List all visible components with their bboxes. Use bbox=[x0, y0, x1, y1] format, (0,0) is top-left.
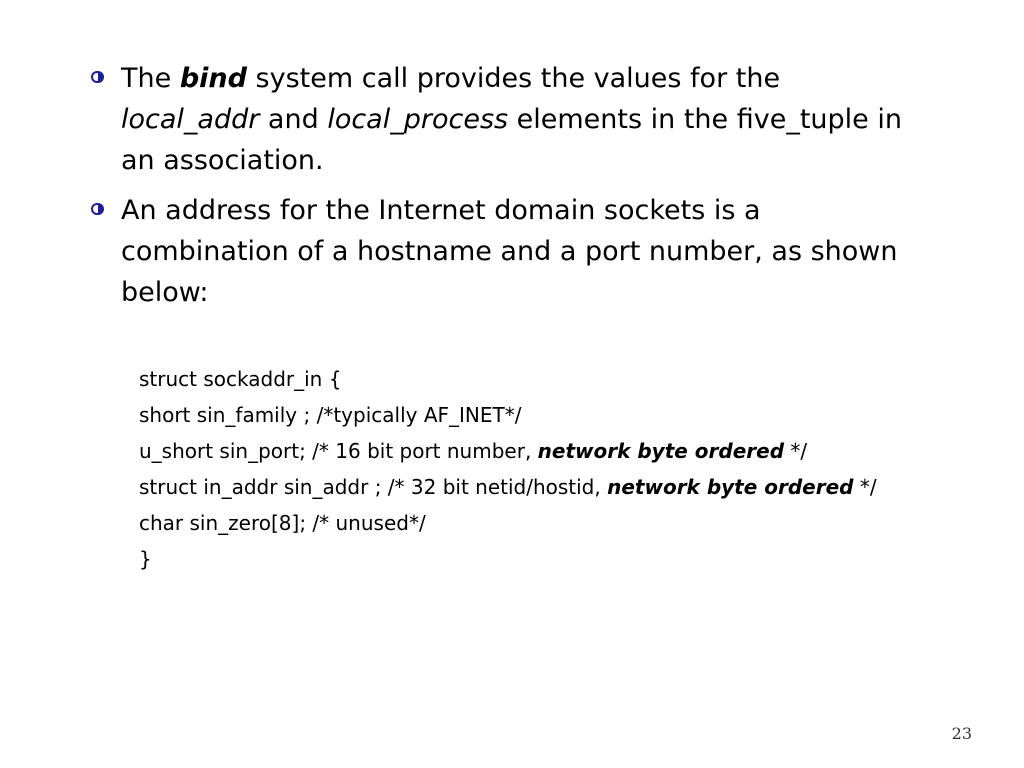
bullet-item-bind: The bind system call provides the values… bbox=[88, 58, 918, 181]
bullet-list: The bind system call provides the values… bbox=[88, 58, 918, 322]
code-line-sin-family: short sin_family ; /*typically AF_INET*/ bbox=[139, 403, 522, 427]
code-line-sin-addr: struct in_addr sin_addr ; /* 32 bit neti… bbox=[139, 473, 939, 501]
term-local-process: local_process bbox=[327, 104, 509, 135]
code-text: */ bbox=[784, 439, 808, 463]
code-line-struct-open: struct sockaddr_in { bbox=[139, 367, 342, 391]
code-text: */ bbox=[853, 475, 877, 499]
code-text: struct in_addr sin_addr ; /* 32 bit neti… bbox=[139, 475, 608, 499]
text-elements: elements in the five_tuple in an associa… bbox=[121, 104, 902, 176]
text-system-call: system call provides the values for the bbox=[246, 63, 781, 94]
bullet-item-address: An address for the Internet domain socke… bbox=[88, 190, 918, 313]
bullet-icon bbox=[91, 71, 104, 83]
text-and: and bbox=[259, 104, 328, 135]
bullet-text-1: The bind system call provides the values… bbox=[121, 63, 902, 176]
code-line-struct-close: } bbox=[139, 547, 152, 571]
code-text: u_short sin_port; /* 16 bit port number, bbox=[139, 439, 538, 463]
bullet-icon bbox=[91, 203, 104, 215]
term-local-addr: local_addr bbox=[121, 104, 260, 135]
code-emphasis: network byte ordered bbox=[607, 475, 854, 499]
code-emphasis: network byte ordered bbox=[537, 439, 785, 463]
term-bind: bind bbox=[179, 63, 247, 94]
code-block-sockaddr-in: struct sockaddr_in { short sin_family ; … bbox=[139, 365, 939, 581]
bullet-text-2: An address for the Internet domain socke… bbox=[121, 195, 898, 308]
page-number: 23 bbox=[951, 724, 972, 743]
code-line-sin-zero: char sin_zero[8]; /* unused*/ bbox=[139, 511, 426, 535]
code-line-sin-port: u_short sin_port; /* 16 bit port number,… bbox=[139, 437, 939, 465]
text-the: The bbox=[121, 63, 180, 94]
